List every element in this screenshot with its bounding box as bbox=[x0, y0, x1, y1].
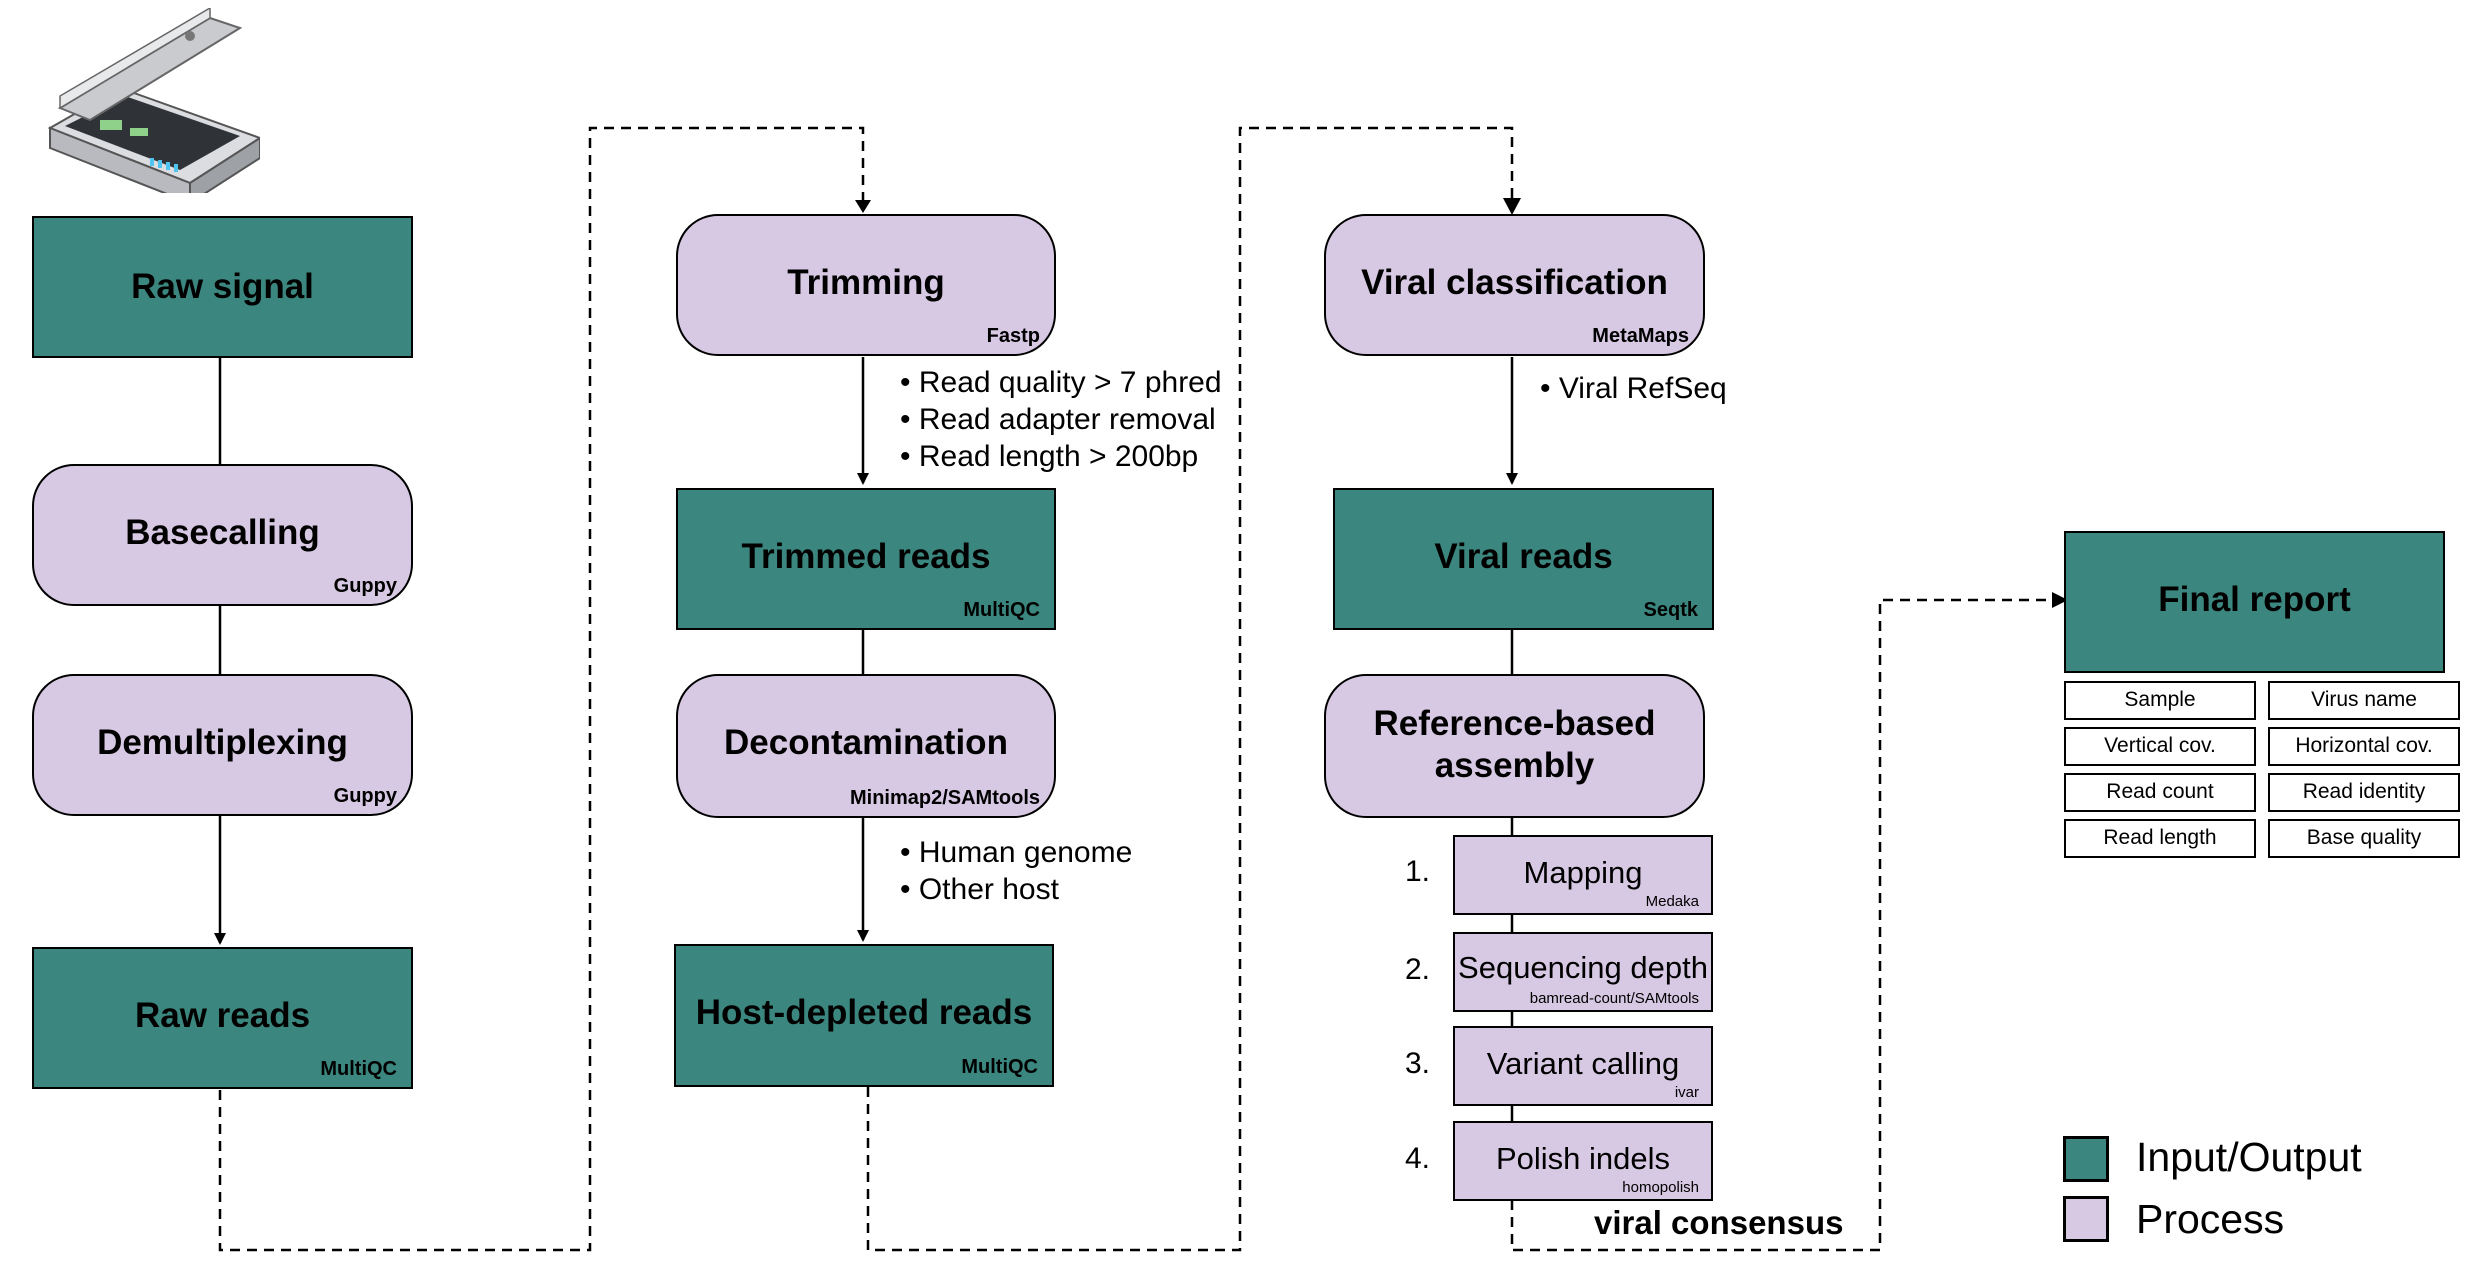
variant-calling-step-tool: ivar bbox=[1674, 1084, 1699, 1101]
raw-reads-node: Raw reads MultiQC bbox=[32, 947, 413, 1089]
raw-signal-node: Raw signal bbox=[32, 216, 413, 358]
polish-indels-step: Polish indels homopolish bbox=[1453, 1121, 1713, 1201]
decontamination-node: Decontamination Minimap2/SAMtools bbox=[676, 674, 1056, 818]
polish-indels-step-tool: homopolish bbox=[1622, 1179, 1699, 1196]
variant-calling-step-title: Variant calling bbox=[1486, 1046, 1680, 1081]
mapping-step-title: Mapping bbox=[1523, 855, 1643, 890]
legend-process-label: Process bbox=[2136, 1196, 2285, 1242]
report-field: Virus name bbox=[2268, 681, 2460, 720]
assembly-title-line1: Reference-based bbox=[1373, 704, 1656, 743]
viral-reads-tool: Seqtk bbox=[1643, 599, 1698, 621]
step-number: 3. bbox=[1405, 1047, 1431, 1080]
final-report-node: Final report bbox=[2064, 531, 2445, 673]
decontamination-criterion: • Human genome bbox=[900, 836, 1133, 869]
dashed-consensus-report bbox=[1510, 598, 2055, 1252]
legend-io-label: Input/Output bbox=[2136, 1134, 2362, 1180]
host-depleted-tool: MultiQC bbox=[961, 1056, 1038, 1078]
trimmed-reads-tool: MultiQC bbox=[963, 599, 1040, 621]
viral-consensus-label: viral consensus bbox=[1594, 1204, 1844, 1241]
viral-classification-node: Viral classification MetaMaps bbox=[1324, 214, 1705, 356]
raw-reads-tool: MultiQC bbox=[320, 1058, 397, 1080]
viral-reads-node: Viral reads Seqtk bbox=[1333, 488, 1714, 630]
report-field: Read length bbox=[2064, 819, 2256, 858]
classification-database-item: • Viral RefSeq bbox=[1540, 372, 1727, 405]
decontamination-tool: Minimap2/SAMtools bbox=[849, 787, 1040, 809]
viral-classification-title: Viral classification bbox=[1361, 263, 1668, 302]
report-field: Vertical cov. bbox=[2064, 727, 2256, 766]
assembly-title-line2: assembly bbox=[1434, 746, 1595, 785]
raw-reads-title: Raw reads bbox=[134, 996, 311, 1035]
trimmed-reads-node: Trimmed reads MultiQC bbox=[676, 488, 1056, 630]
dashed-rawreads-trimming bbox=[218, 126, 865, 1252]
mapping-step: Mapping Medaka bbox=[1453, 835, 1713, 915]
basecalling-title: Basecalling bbox=[125, 513, 320, 552]
trimming-tool: Fastp bbox=[986, 325, 1040, 347]
basecalling-node: Basecalling Guppy bbox=[32, 464, 413, 606]
report-field: Horizontal cov. bbox=[2268, 727, 2460, 766]
decontamination-criterion: • Other host bbox=[900, 873, 1059, 906]
trimming-criterion: • Read adapter removal bbox=[900, 403, 1216, 436]
step-number: 4. bbox=[1405, 1142, 1431, 1175]
viral-reads-title: Viral reads bbox=[1434, 537, 1613, 576]
raw-signal-title: Raw signal bbox=[131, 267, 314, 306]
classification-database: • Viral RefSeq bbox=[1540, 370, 1727, 407]
decontamination-title: Decontamination bbox=[724, 723, 1008, 762]
dashed-hostdepleted-classification bbox=[866, 126, 1514, 1252]
sequencing-depth-step-tool: bamread-count/SAMtools bbox=[1529, 990, 1699, 1007]
decontamination-criteria: • Human genome • Other host bbox=[900, 834, 1132, 908]
mapping-step-tool: Medaka bbox=[1645, 893, 1699, 910]
report-field: Read count bbox=[2064, 773, 2256, 812]
trimming-criteria: • Read quality > 7 phred • Read adapter … bbox=[900, 364, 1222, 475]
report-field: Read identity bbox=[2268, 773, 2460, 812]
step-number: 1. bbox=[1405, 855, 1431, 888]
legend-io-swatch bbox=[2063, 1136, 2109, 1182]
demultiplexing-title: Demultiplexing bbox=[97, 723, 348, 762]
final-report-title: Final report bbox=[2158, 580, 2351, 619]
viral-classification-tool: MetaMaps bbox=[1592, 325, 1689, 347]
sequencer-device-icon bbox=[47, 8, 260, 193]
trimming-node: Trimming Fastp bbox=[676, 214, 1056, 356]
trimming-criterion: • Read length > 200bp bbox=[900, 440, 1199, 473]
variant-calling-step: Variant calling ivar bbox=[1453, 1026, 1713, 1106]
trimmed-reads-title: Trimmed reads bbox=[741, 537, 991, 576]
polish-indels-step-title: Polish indels bbox=[1495, 1141, 1671, 1176]
host-depleted-title: Host-depleted reads bbox=[695, 993, 1033, 1032]
report-field: Base quality bbox=[2268, 819, 2460, 858]
sequencing-depth-step-title: Sequencing depth bbox=[1458, 950, 1708, 985]
sequencing-depth-step: Sequencing depth bamread-count/SAMtools bbox=[1453, 932, 1713, 1012]
basecalling-tool: Guppy bbox=[333, 575, 397, 597]
trimming-title: Trimming bbox=[787, 263, 945, 302]
assembly-node: Reference-based assembly bbox=[1324, 674, 1705, 818]
demultiplexing-node: Demultiplexing Guppy bbox=[32, 674, 413, 816]
report-field: Sample bbox=[2064, 681, 2256, 720]
step-number: 2. bbox=[1405, 953, 1431, 986]
host-depleted-reads-node: Host-depleted reads MultiQC bbox=[674, 944, 1054, 1087]
demultiplexing-tool: Guppy bbox=[333, 785, 397, 807]
legend-process-swatch bbox=[2063, 1196, 2109, 1242]
trimming-criterion: • Read quality > 7 phred bbox=[900, 366, 1222, 399]
